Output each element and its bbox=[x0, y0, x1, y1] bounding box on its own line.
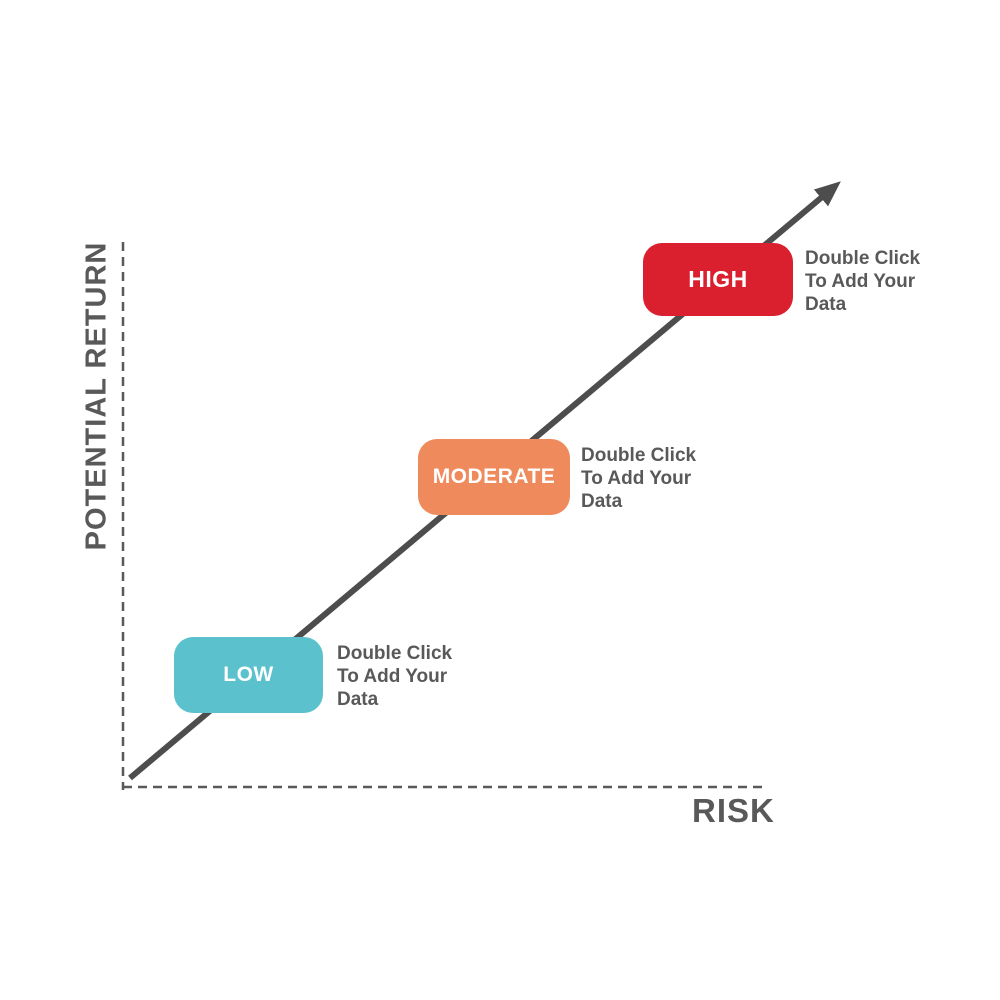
x-axis-label: RISK bbox=[692, 792, 775, 829]
level-box-moderate[interactable]: MODERATE bbox=[418, 439, 570, 515]
placeholder-note-line: To Add Your bbox=[581, 468, 692, 489]
placeholder-note-line: To Add Your bbox=[337, 666, 448, 687]
placeholder-note-low[interactable]: Double Click To Add Your Data bbox=[337, 642, 452, 711]
placeholder-note-line: Data bbox=[337, 689, 379, 710]
level-box-moderate-label: MODERATE bbox=[432, 465, 556, 488]
y-axis-label: POTENTIAL RETURN bbox=[80, 241, 113, 551]
placeholder-note-line: Double Click bbox=[805, 248, 921, 269]
placeholder-note-line: Data bbox=[581, 491, 623, 512]
placeholder-note-line: Double Click bbox=[581, 445, 697, 466]
placeholder-note-moderate[interactable]: Double Click To Add Your Data bbox=[581, 444, 696, 513]
level-box-low-label: LOW bbox=[223, 663, 274, 686]
level-box-high[interactable]: HIGH bbox=[643, 243, 793, 316]
placeholder-note-high[interactable]: Double Click To Add Your Data bbox=[805, 247, 920, 316]
placeholder-note-line: Double Click bbox=[337, 643, 453, 664]
level-box-low[interactable]: LOW bbox=[174, 637, 323, 713]
level-box-high-label: HIGH bbox=[688, 266, 748, 292]
placeholder-note-line: To Add Your bbox=[805, 271, 916, 292]
placeholder-note-line: Data bbox=[805, 294, 847, 315]
